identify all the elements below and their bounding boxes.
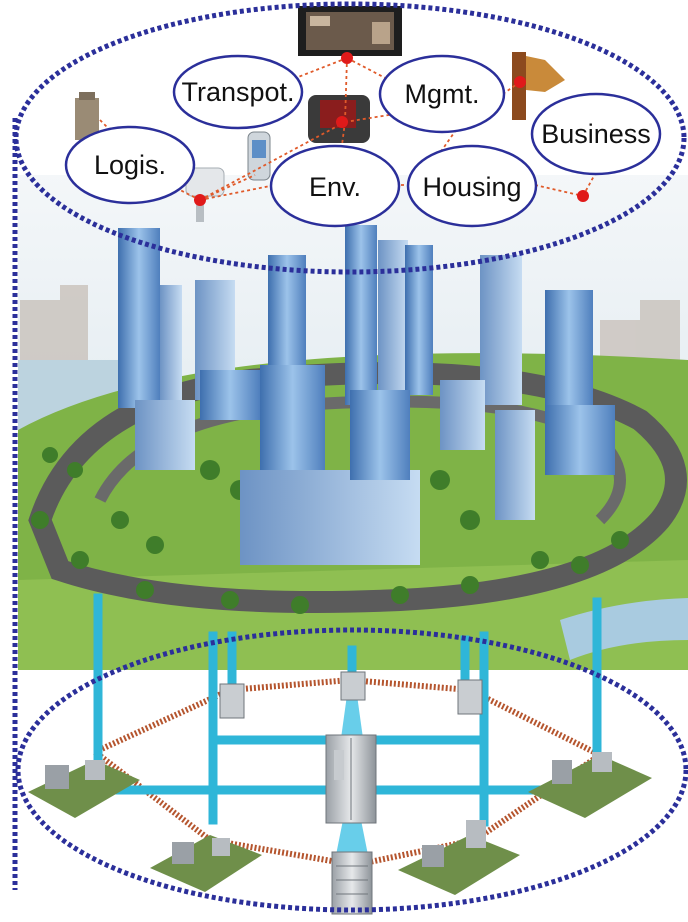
service-node-label: Env. <box>309 172 361 202</box>
service-node-transport: Transpot. <box>172 54 304 130</box>
node-dot <box>514 76 526 88</box>
service-layer: Transpot. Mgmt. Business Logis. Env. Hou… <box>13 0 688 275</box>
service-node-logis: Logis. <box>64 125 196 205</box>
service-node-label: Mgmt. <box>404 79 479 109</box>
network-layer <box>15 593 688 922</box>
substation-icon <box>150 835 262 892</box>
service-node-env: Env. <box>269 144 401 228</box>
canal <box>560 598 688 660</box>
node-dot <box>194 194 206 206</box>
network-layer-boundary <box>15 627 688 913</box>
smartphone-icon <box>247 131 271 181</box>
downlink-beam <box>336 820 368 855</box>
service-layer-boundary <box>13 1 687 275</box>
trees <box>31 447 629 614</box>
substation-icon <box>28 760 140 818</box>
service-node-label: Logis. <box>94 150 166 180</box>
node-dot <box>341 52 353 64</box>
distant-skyline <box>20 285 680 360</box>
city-scene <box>18 170 688 670</box>
service-node-label: Transpot. <box>181 77 294 107</box>
substation-icon <box>528 752 652 818</box>
service-node-label: Housing <box>422 172 521 202</box>
glass-towers <box>118 225 615 565</box>
server-cabinet-icon <box>325 734 377 824</box>
monitor-icon <box>298 6 402 56</box>
service-node-label: Business <box>541 119 651 149</box>
service-node-business: Business <box>530 92 662 176</box>
node-dot <box>577 190 589 202</box>
service-node-mgmt: Mgmt. <box>378 54 506 134</box>
node-dot <box>336 116 348 128</box>
relay-boxes <box>219 671 483 719</box>
substation-icon <box>398 820 520 895</box>
node-dots <box>194 52 589 206</box>
service-node-housing: Housing <box>406 144 538 228</box>
server-cabinet-icon <box>331 851 373 915</box>
